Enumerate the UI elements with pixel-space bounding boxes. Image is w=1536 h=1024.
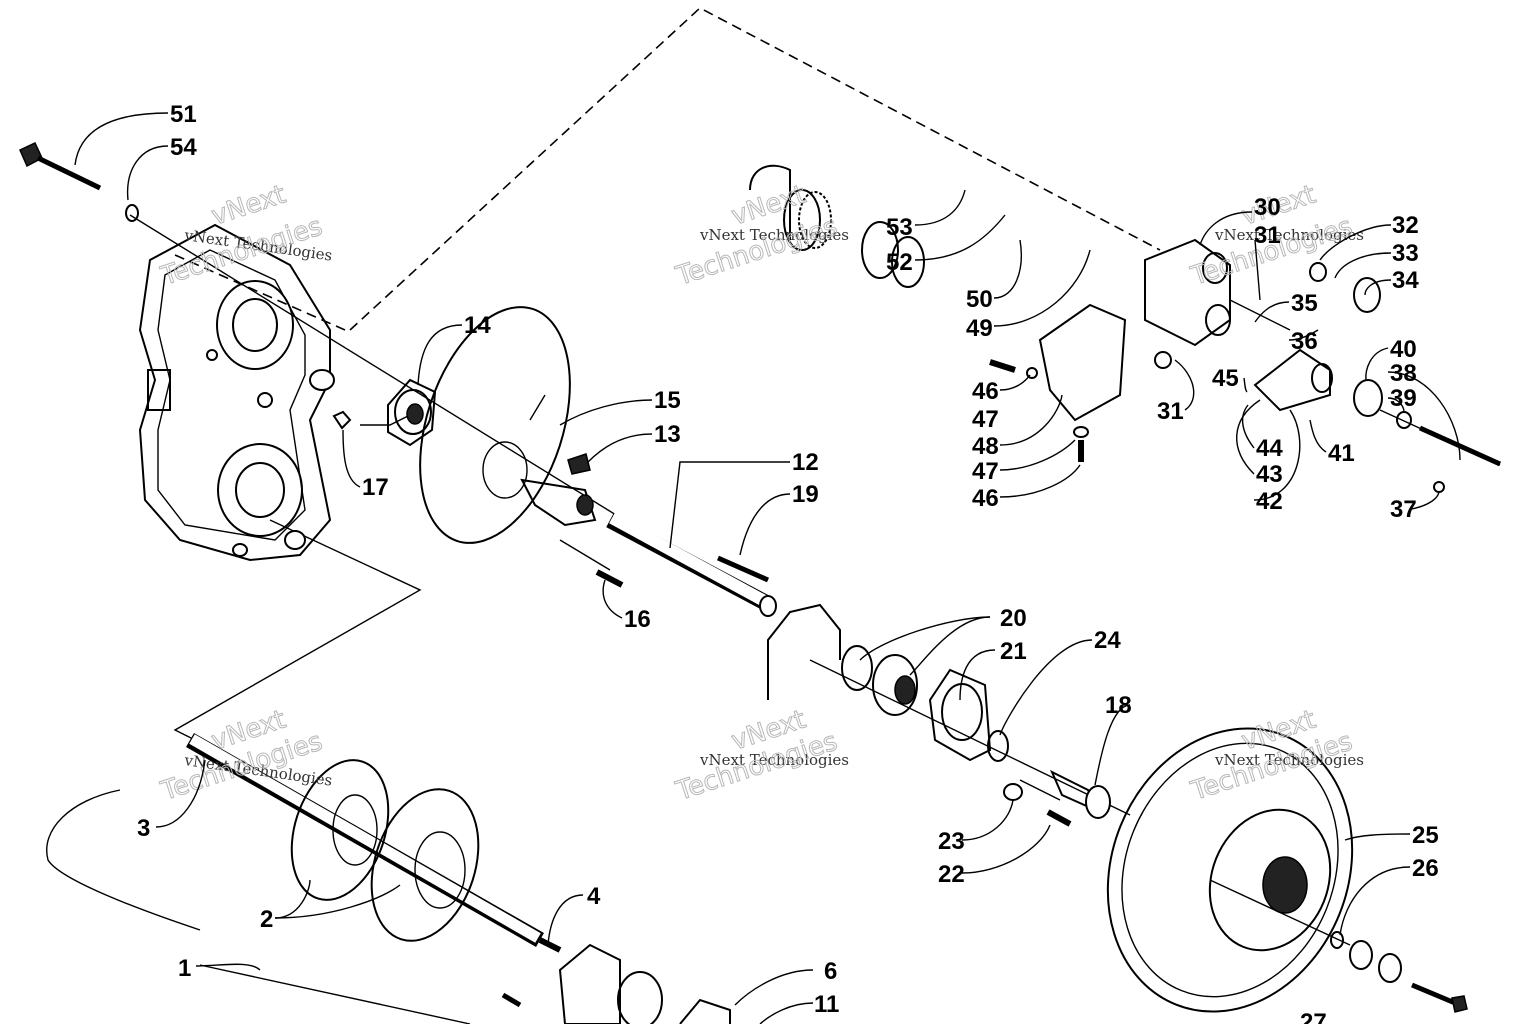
part-label-42: 42 bbox=[1256, 488, 1283, 515]
bolt-16 bbox=[595, 569, 624, 588]
part-label-51: 51 bbox=[170, 101, 197, 128]
part-label-25: 25 bbox=[1412, 822, 1439, 849]
part-label-6: 6 bbox=[824, 958, 837, 985]
part-label-47-top: 47 bbox=[972, 406, 999, 433]
driven-clutch-25 bbox=[1106, 727, 1354, 1013]
part-label-32: 32 bbox=[1392, 212, 1419, 239]
part-label-38: 38 bbox=[1390, 360, 1417, 387]
part-number-labels: 51 54 14 15 13 17 12 19 16 20 21 24 18 2… bbox=[137, 101, 1439, 1024]
watermark-line: vNext Technologies bbox=[1214, 751, 1364, 769]
nut-33 bbox=[1309, 262, 1327, 282]
key-19 bbox=[716, 555, 770, 583]
ball-31 bbox=[1154, 351, 1172, 369]
bolt-38 bbox=[1418, 425, 1502, 467]
bearing-50-49 bbox=[861, 221, 925, 288]
bolt-46a bbox=[989, 359, 1016, 373]
part-label-12: 12 bbox=[792, 449, 819, 476]
part-label-34: 34 bbox=[1392, 267, 1419, 294]
washer-47b bbox=[1073, 426, 1089, 438]
bracket-30 bbox=[1144, 238, 1231, 347]
bearings-20 bbox=[841, 645, 918, 716]
part-label-35: 35 bbox=[1291, 290, 1318, 317]
bolt-small bbox=[501, 992, 522, 1008]
part-label-46-bottom: 46 bbox=[972, 485, 999, 512]
part-label-39: 39 bbox=[1390, 385, 1417, 412]
part-label-24: 24 bbox=[1094, 627, 1121, 654]
part-label-43: 43 bbox=[1256, 461, 1283, 488]
part-label-36: 36 bbox=[1291, 328, 1318, 355]
jackshaft-12 bbox=[606, 512, 777, 617]
part-label-46-top: 46 bbox=[972, 378, 999, 405]
part-label-23: 23 bbox=[938, 828, 965, 855]
part-label-40: 40 bbox=[1390, 336, 1417, 363]
part-label-47-bottom: 47 bbox=[972, 458, 999, 485]
part-label-14: 14 bbox=[464, 312, 491, 339]
watermark-line: vNext Technologies bbox=[1214, 226, 1364, 244]
part-label-17: 17 bbox=[362, 474, 389, 501]
key-13 bbox=[567, 453, 591, 475]
part-label-37-top: 37 bbox=[1390, 496, 1417, 523]
part-label-41: 41 bbox=[1328, 440, 1355, 467]
part-label-18: 18 bbox=[1105, 692, 1132, 719]
washer-54 bbox=[125, 204, 139, 222]
part-label-31-bottom: 31 bbox=[1157, 398, 1184, 425]
bolt-22 bbox=[1046, 809, 1072, 827]
part-label-53: 53 bbox=[886, 214, 913, 241]
seal-53-52 bbox=[749, 164, 832, 251]
spacer-18 bbox=[1049, 769, 1111, 819]
part-label-30: 30 bbox=[1254, 194, 1281, 221]
part-label-16: 16 bbox=[624, 606, 651, 633]
part-label-50: 50 bbox=[966, 286, 993, 313]
part-label-48: 48 bbox=[972, 433, 999, 460]
flange-21 bbox=[928, 668, 992, 762]
part-label-13: 13 bbox=[654, 421, 681, 448]
bolt-51 bbox=[19, 142, 102, 191]
nut-17 bbox=[332, 410, 352, 430]
sprockets-2 bbox=[290, 759, 480, 942]
part-label-21: 21 bbox=[1000, 638, 1027, 665]
bearing-flange-6 bbox=[558, 943, 731, 1024]
washer-47a bbox=[1026, 367, 1038, 379]
brake-disc-15 bbox=[419, 306, 571, 544]
part-label-44: 44 bbox=[1256, 435, 1283, 462]
part-label-27: 27 bbox=[1300, 1009, 1327, 1024]
part-label-2: 2 bbox=[260, 906, 273, 933]
bearing-housing bbox=[767, 603, 841, 700]
part-label-52: 52 bbox=[886, 249, 913, 276]
part-label-49: 49 bbox=[966, 315, 993, 342]
part-label-19: 19 bbox=[792, 481, 819, 508]
washer-24 bbox=[987, 730, 1009, 762]
part-label-11: 11 bbox=[814, 991, 839, 1018]
part-label-33: 33 bbox=[1392, 240, 1419, 267]
part-label-3: 3 bbox=[137, 815, 150, 842]
washer-37 bbox=[1433, 481, 1445, 493]
part-label-45: 45 bbox=[1212, 365, 1239, 392]
part-label-15: 15 bbox=[654, 387, 681, 414]
bearing-40 bbox=[1353, 379, 1383, 417]
watermark-line: vNext Technologies bbox=[699, 751, 849, 769]
watermark-group: vNext Technologies vNext Technologies vN… bbox=[156, 179, 1364, 807]
part-label-31-top: 31 bbox=[1254, 222, 1281, 249]
part-label-1: 1 bbox=[178, 955, 191, 982]
part-label-54: 54 bbox=[170, 134, 197, 161]
washer-23 bbox=[1003, 783, 1023, 801]
part-label-26: 26 bbox=[1412, 855, 1439, 882]
nut-39 bbox=[1396, 411, 1412, 429]
leader-lines bbox=[74, 112, 1461, 1024]
nut-34 bbox=[1353, 277, 1381, 313]
chaincase-housing bbox=[138, 223, 335, 562]
bolt-4 bbox=[538, 937, 562, 953]
bracket-48 bbox=[1038, 303, 1127, 422]
tensioner-arm bbox=[1253, 348, 1333, 412]
drive-axle-3 bbox=[186, 733, 544, 947]
part-label-4: 4 bbox=[587, 883, 601, 910]
washers-26-27 bbox=[1330, 931, 1468, 1013]
brake-hub bbox=[520, 478, 597, 527]
watermark-line: vNext Technologies bbox=[699, 226, 849, 244]
part-label-22: 22 bbox=[938, 861, 965, 888]
bearing-14 bbox=[387, 378, 437, 447]
part-label-20: 20 bbox=[1000, 605, 1027, 632]
